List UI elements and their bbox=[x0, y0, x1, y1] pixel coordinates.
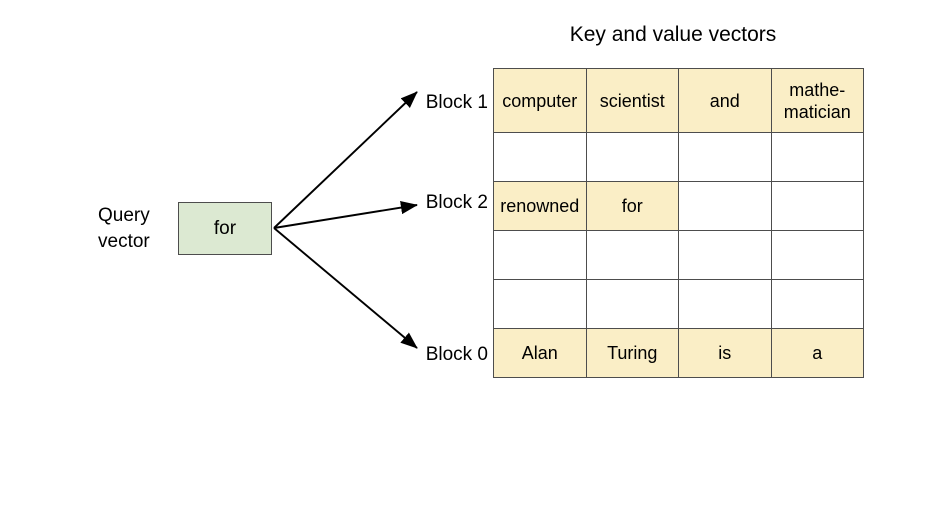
key-value-vectors-table: computer scientist and mathe-matician renown… bbox=[493, 68, 864, 378]
table-cell-text: is bbox=[718, 343, 732, 363]
diagram-title: Key and value vectors bbox=[569, 23, 777, 46]
table-cell-text: computer bbox=[502, 90, 578, 111]
table-cell-text: Alan bbox=[521, 343, 558, 363]
table-cell[interactable]: a bbox=[770, 328, 864, 378]
table-cell-text: matician bbox=[783, 101, 851, 122]
table-cell[interactable]: is bbox=[678, 328, 772, 378]
table-cell[interactable] bbox=[770, 279, 864, 329]
table-row bbox=[493, 279, 864, 329]
table-cell[interactable] bbox=[770, 181, 864, 231]
table-cell[interactable] bbox=[585, 230, 679, 280]
table-cell[interactable] bbox=[493, 279, 587, 329]
table-cell[interactable]: Turing bbox=[585, 328, 679, 378]
table-cell-text: a bbox=[812, 343, 823, 363]
table-row: Alan Turing is a bbox=[493, 328, 864, 378]
table-row: computer scientist and mathe-matician bbox=[493, 68, 864, 133]
query-vector-token: for bbox=[213, 217, 237, 239]
block-label-block-0: Block 0 bbox=[425, 344, 488, 365]
table-cell[interactable] bbox=[678, 279, 772, 329]
table-cell-text: for bbox=[621, 196, 643, 216]
query-vector-label-line-1: Query bbox=[98, 205, 150, 226]
table-cell-text: Turing bbox=[607, 343, 658, 363]
table-cell[interactable] bbox=[493, 230, 587, 280]
query-vector-label: Query vector bbox=[98, 203, 176, 255]
table-cell[interactable]: and bbox=[678, 68, 772, 133]
table-cell[interactable]: scientist bbox=[585, 68, 679, 133]
table-cell[interactable]: for bbox=[585, 181, 679, 231]
query-vector-box[interactable]: for bbox=[178, 202, 272, 255]
table-cell[interactable] bbox=[770, 132, 864, 182]
block-label-block-2: Block 2 bbox=[425, 192, 488, 213]
table-cell[interactable] bbox=[678, 230, 772, 280]
table-cell[interactable] bbox=[678, 181, 772, 231]
table-cell[interactable] bbox=[770, 230, 864, 280]
table-cell-text: mathe- bbox=[789, 79, 846, 100]
table-cell-text: renowned bbox=[500, 196, 580, 216]
table-cell-text: scientist bbox=[599, 90, 665, 111]
table-cell[interactable] bbox=[678, 132, 772, 182]
block-label-block-1: Block 1 bbox=[425, 92, 488, 113]
key-value-vectors-table-body: computer scientist and mathe-matician renown… bbox=[493, 68, 864, 378]
table-cell[interactable] bbox=[585, 279, 679, 329]
arrow-to-block-0-icon bbox=[273, 227, 418, 349]
table-cell-text: and bbox=[709, 90, 740, 111]
table-cell[interactable] bbox=[493, 132, 587, 182]
query-vector-label-line-2: vector bbox=[98, 231, 150, 252]
table-row bbox=[493, 132, 864, 182]
table-row bbox=[493, 230, 864, 280]
table-cell[interactable]: renowned bbox=[493, 181, 587, 231]
table-cell[interactable]: Alan bbox=[493, 328, 587, 378]
table-cell[interactable] bbox=[585, 132, 679, 182]
table-cell[interactable]: mathe-matician bbox=[770, 68, 864, 133]
table-row: renowned for bbox=[493, 181, 864, 231]
table-cell[interactable]: computer bbox=[493, 68, 587, 133]
